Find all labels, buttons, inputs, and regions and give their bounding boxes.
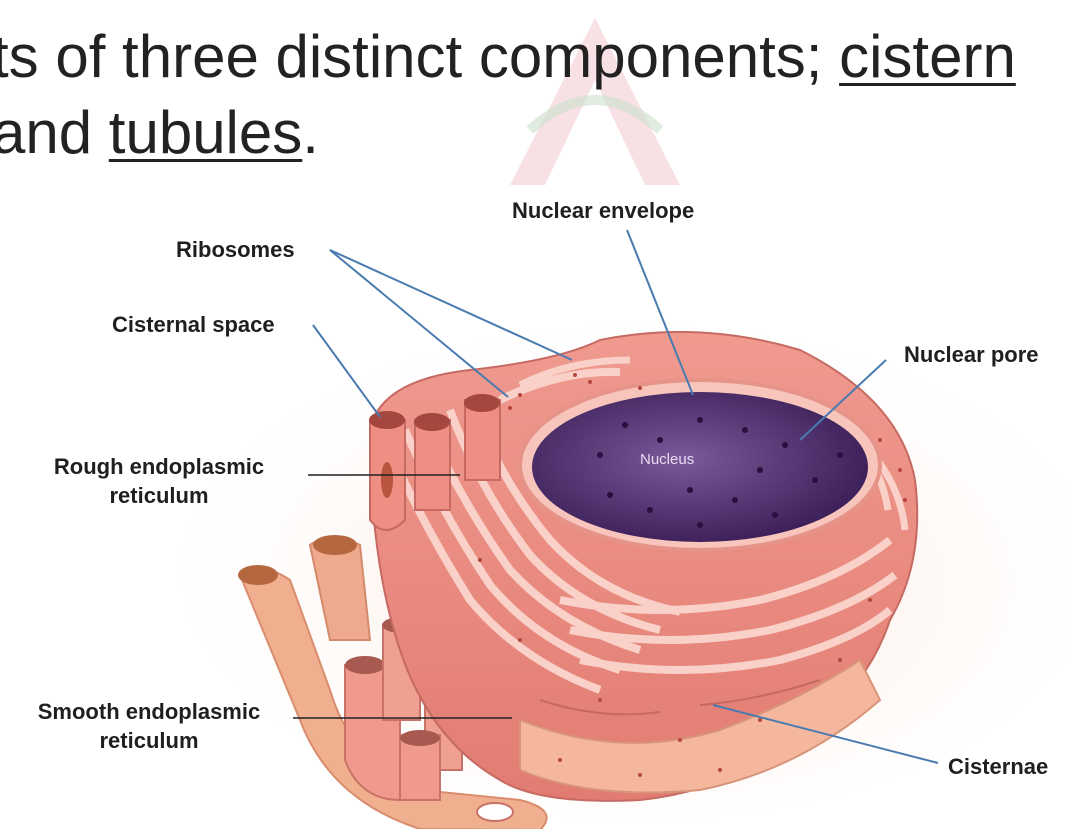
nucleus-label: Nucleus — [640, 451, 694, 468]
heading-line-1-text: ts of three distinct components; — [0, 23, 839, 90]
smooth-er-label-line-1: Smooth endoplasmic — [14, 697, 284, 726]
rough-er-label-line-1: Rough endoplasmic — [30, 452, 288, 481]
rough-er-label: Rough endoplasmic reticulum — [30, 452, 288, 510]
nuclear-pore-label: Nuclear pore — [904, 340, 1039, 369]
cisternae-label: Cisternae — [948, 752, 1048, 781]
heading-line-2-suffix: . — [302, 99, 319, 166]
smooth-er-label-line-2: reticulum — [14, 726, 284, 755]
slide-heading-text: ts of three distinct components; cistern… — [0, 0, 1072, 190]
nuclear-envelope-label: Nuclear envelope — [512, 196, 694, 225]
cisternae-term-link[interactable]: cistern — [839, 23, 1016, 90]
heading-line-1: ts of three distinct components; cistern — [0, 22, 1016, 91]
cisternal-space-label: Cisternal space — [112, 310, 275, 339]
smooth-er-label: Smooth endoplasmic reticulum — [14, 697, 284, 755]
heading-line-2-text: and — [0, 99, 109, 166]
tubules-term-link[interactable]: tubules — [109, 99, 302, 166]
rough-er-label-line-2: reticulum — [30, 481, 288, 510]
nucleus — [520, 380, 880, 550]
heading-line-2: and tubules. — [0, 98, 319, 167]
ribosomes-label: Ribosomes — [176, 235, 295, 264]
